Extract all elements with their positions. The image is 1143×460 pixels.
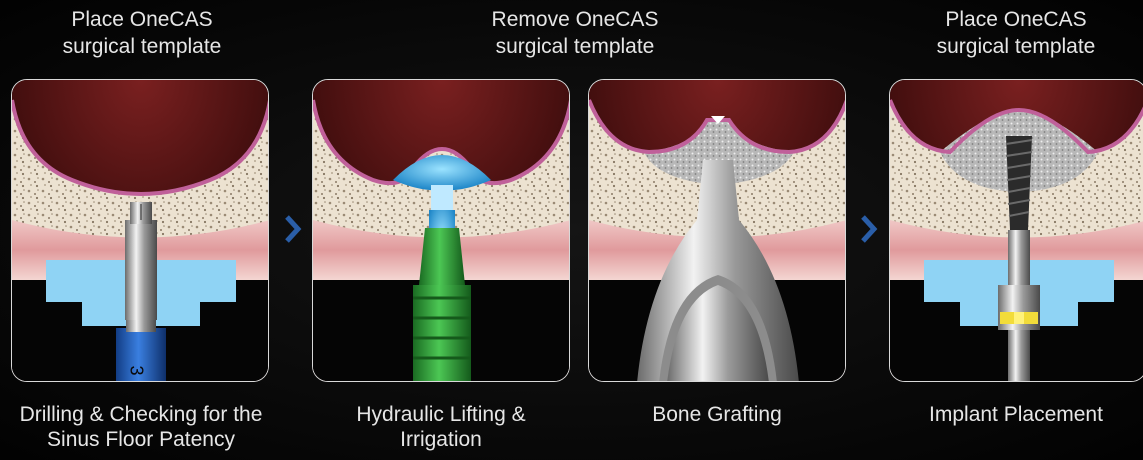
header-line: surgical template — [888, 33, 1143, 60]
header-step-1: Place OneCAS surgical template — [14, 6, 270, 60]
caption-step-3: Bone Grafting — [588, 402, 846, 427]
caption-line: Bone Grafting — [588, 402, 846, 427]
caption-step-1: Drilling & Checking for the Sinus Floor … — [0, 402, 282, 452]
caption-line: Implant Placement — [889, 402, 1143, 427]
header-line: surgical template — [14, 33, 270, 60]
caption-line: Hydraulic Lifting & — [312, 402, 570, 427]
header-line: Place OneCAS — [14, 6, 270, 33]
implant-illustration — [890, 80, 1143, 382]
panel-hydraulic-lifting — [312, 79, 570, 382]
hydraulic-illustration — [313, 80, 570, 382]
header-step-2: Remove OneCAS surgical template — [447, 6, 703, 60]
chevron-right-icon — [284, 214, 302, 244]
header-line: Place OneCAS — [888, 6, 1143, 33]
chevron-right-icon — [860, 214, 878, 244]
caption-line: Irrigation — [312, 427, 570, 452]
caption-step-4: Implant Placement — [889, 402, 1143, 427]
grafting-illustration — [589, 80, 846, 382]
drilling-illustration — [12, 80, 269, 382]
caption-line: Sinus Floor Patency — [0, 427, 282, 452]
drill-depth-mark: 3 — [126, 365, 147, 375]
header-line: Remove OneCAS — [447, 6, 703, 33]
header-line: surgical template — [447, 33, 703, 60]
header-step-4: Place OneCAS surgical template — [888, 6, 1143, 60]
caption-line: Drilling & Checking for the — [0, 402, 282, 427]
caption-step-2: Hydraulic Lifting & Irrigation — [312, 402, 570, 452]
panel-implant-placement — [889, 79, 1143, 382]
panel-bone-grafting — [588, 79, 846, 382]
panel-drilling: 3 — [11, 79, 269, 382]
